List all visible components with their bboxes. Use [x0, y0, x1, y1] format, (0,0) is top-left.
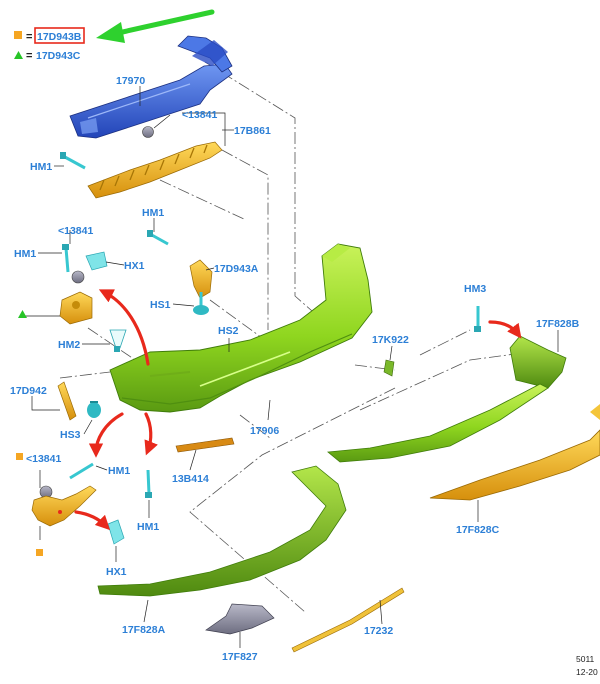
red-direction-arrows	[58, 289, 522, 531]
clip-hm3[interactable]	[474, 306, 481, 332]
diagram-code: 5011 12-20	[576, 654, 598, 677]
diffuser-17F828C[interactable]	[429, 404, 600, 501]
diagram-code-line1: 5011	[576, 654, 595, 664]
label-hm1-mid[interactable]: HM1	[142, 207, 164, 219]
clip-hm1-bottom[interactable]	[145, 469, 152, 498]
label-17F828B[interactable]: 17F828B	[536, 318, 580, 330]
nut-13841-left[interactable]	[71, 270, 85, 284]
label-17K922[interactable]: 17K922	[372, 334, 409, 346]
label-hx1-bottom[interactable]: HX1	[106, 566, 127, 578]
clip-hm1-left[interactable]	[62, 244, 70, 273]
legend-square-code[interactable]: 17D943B	[37, 31, 82, 43]
label-hm2[interactable]: HM2	[58, 339, 80, 351]
legend-equals-triangle: =	[26, 50, 32, 62]
label-17F828C[interactable]: 17F828C	[456, 524, 500, 536]
square-marker-bottom-icon	[36, 549, 43, 556]
red-arrow-hm3-icon	[488, 320, 522, 339]
nut-13841-top	[142, 126, 154, 138]
triangle-marker-icon	[18, 310, 27, 318]
red-arrow-down-left-icon	[88, 412, 124, 458]
leader-lines	[24, 86, 559, 648]
square-marker-top-icon	[16, 453, 23, 460]
rear-bumper-cover-17906[interactable]	[109, 243, 373, 413]
clip-hm1-mid[interactable]	[147, 230, 169, 246]
label-17970[interactable]: 17970	[116, 75, 145, 87]
lower-valance-17F828A[interactable]	[97, 465, 347, 597]
molding-17232[interactable]	[291, 587, 405, 653]
triangle-icon	[14, 51, 23, 59]
label-17D942[interactable]: 17D942	[10, 385, 47, 397]
green-pointer-arrow-icon	[96, 9, 215, 43]
sensor-17K922[interactable]	[383, 359, 395, 377]
strip-13B414[interactable]	[175, 437, 235, 453]
bumper-trim-17F828B[interactable]	[327, 335, 567, 463]
label-13841-low[interactable]: <13841	[26, 453, 61, 465]
clip-hs1[interactable]	[193, 292, 209, 315]
clip-hm2[interactable]	[109, 329, 127, 352]
square-icon	[14, 31, 22, 39]
label-13B414[interactable]: 13B414	[172, 473, 209, 485]
label-17D943A[interactable]: 17D943A	[214, 263, 259, 275]
legend: = 17D943B = 17D943C	[14, 9, 215, 62]
label-hs3[interactable]: HS3	[60, 429, 81, 441]
clip-hx1-bottom[interactable]	[107, 519, 125, 545]
reflector-17D942[interactable]	[57, 381, 77, 421]
label-hm1-left[interactable]: HM1	[14, 248, 36, 260]
label-hm1-top[interactable]: HM1	[30, 161, 52, 173]
clip-hm1-top[interactable]	[60, 152, 86, 170]
label-17F827[interactable]: 17F827	[222, 651, 258, 663]
label-17F828A[interactable]: 17F828A	[122, 624, 166, 636]
red-arrow-up-icon	[98, 289, 150, 366]
label-13841-top[interactable]: <13841	[182, 109, 217, 121]
part-labels: 17970 <13841 17B861 HM1 HM1 17D943A HS1 …	[10, 75, 580, 663]
red-arrow-down-icon	[144, 412, 158, 456]
label-hm1-bottom[interactable]: HM1	[137, 521, 159, 533]
label-17906[interactable]: 17906	[250, 425, 279, 437]
label-hs1[interactable]: HS1	[150, 299, 171, 311]
clip-hs3[interactable]	[87, 401, 101, 418]
red-arrow-right-icon	[74, 510, 111, 531]
legend-triangle-code[interactable]: 17D943C	[36, 50, 81, 62]
trim-17F827[interactable]	[205, 603, 275, 635]
diagram-code-line2: 12-20	[576, 667, 598, 677]
label-17232[interactable]: 17232	[364, 625, 393, 637]
label-hx1-left[interactable]: HX1	[124, 260, 145, 272]
bracket-lower-left[interactable]	[31, 485, 97, 527]
label-hs2[interactable]: HS2	[218, 325, 239, 337]
rear-bumper-beam-17970[interactable]	[69, 35, 233, 139]
highlight-box	[34, 27, 85, 44]
clip-hm1-low[interactable]	[69, 462, 94, 480]
clip-hx1-left[interactable]	[85, 251, 108, 271]
bracket-17D943C[interactable]	[59, 291, 93, 325]
legend-equals-square: =	[26, 31, 32, 43]
energy-absorber-17B861[interactable]	[87, 126, 223, 199]
label-13841-left[interactable]: <13841	[58, 225, 93, 237]
label-hm3[interactable]: HM3	[464, 283, 486, 295]
label-hm1-low[interactable]: HM1	[108, 465, 130, 477]
label-17B861[interactable]: 17B861	[234, 125, 271, 137]
bracket-17D943A[interactable]	[189, 259, 213, 299]
